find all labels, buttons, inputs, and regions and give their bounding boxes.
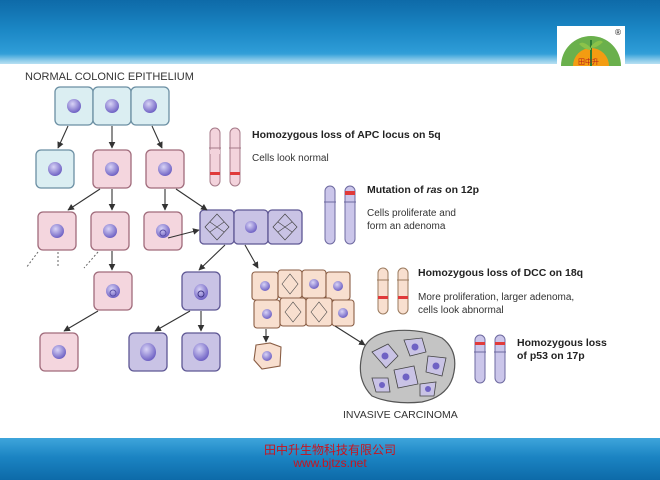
invasive-carcinoma-label: INVASIVE CARCINOMA: [343, 409, 458, 421]
step-4-heading-line-1: Homozygous loss: [517, 337, 607, 349]
nucleus: [143, 99, 157, 113]
chromosome-17p-pair: [474, 334, 506, 384]
step-2-description-line-1: Cells proliferate and: [367, 208, 456, 219]
step-2-heading: Mutation of ras on 12p: [367, 184, 479, 196]
company-logo: 田中升 ®: [557, 26, 625, 66]
nucleus: [105, 99, 119, 113]
proliferating-cells: [37, 211, 183, 251]
chromosome-18q-pair: [377, 267, 409, 315]
footer-website-link[interactable]: www.bjtzs.net: [293, 456, 367, 470]
chromosome-5q-pair: [209, 127, 241, 187]
adenoma-mitotic-cells: [199, 209, 303, 245]
logo-caption: 田中升: [578, 57, 599, 66]
step-1-heading: Homozygous loss of APC locus on 5q: [252, 129, 441, 141]
step-1-description: Cells look normal: [252, 153, 329, 164]
progression-arrows: [57, 125, 366, 346]
step-3-heading: Homozygous loss of DCC on 18q: [418, 267, 583, 279]
header-band: [0, 0, 660, 64]
step-2-description-line-2: form an adenoma: [367, 221, 446, 232]
step-3-description-line-2: cells look abnormal: [418, 305, 504, 316]
registered-mark: ®: [614, 28, 622, 37]
abnormal-cells: [39, 332, 221, 372]
chromosome-12p-pair: [324, 185, 356, 245]
invasive-carcinoma-mass: [359, 329, 456, 404]
large-adenoma-cluster: [251, 269, 355, 370]
normal-epithelium-cells: [54, 86, 170, 126]
footer-band: [0, 438, 660, 480]
step-4-heading-line-2: of p53 on 17p: [517, 350, 585, 362]
footer-company-name: 田中升生物科技有限公司: [263, 443, 396, 457]
apc-loss-cells: [35, 149, 185, 189]
adenoma-cells: [93, 271, 221, 311]
diagram-title: NORMAL COLONIC EPITHELIUM: [25, 71, 194, 83]
step-3-description-line-1: More proliferation, larger adenoma,: [418, 292, 574, 303]
nucleus: [67, 99, 81, 113]
continuation-dots: [25, 251, 99, 269]
